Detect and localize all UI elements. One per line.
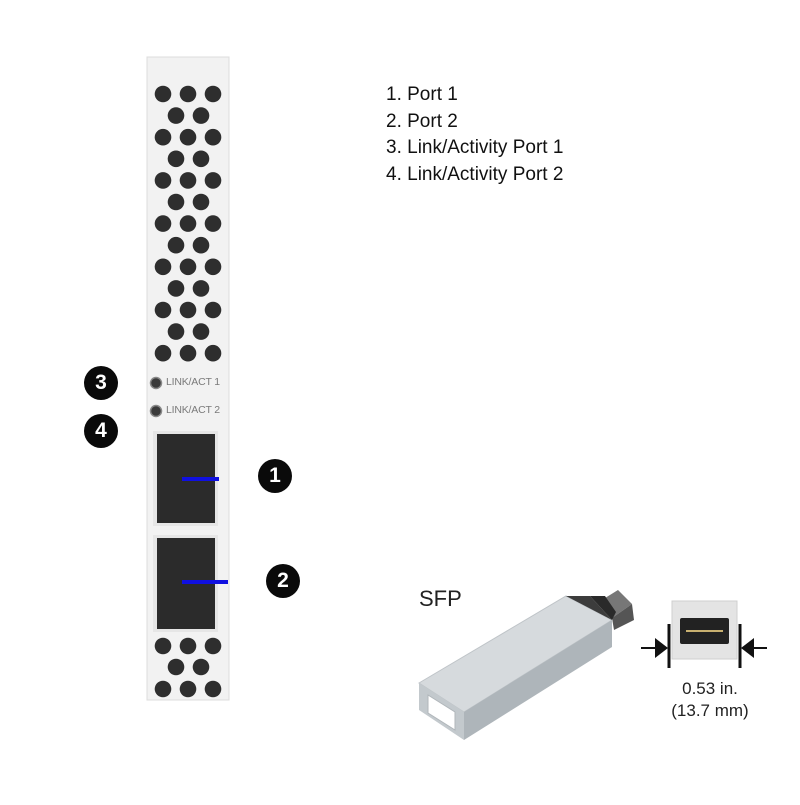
vent-hole [204, 128, 222, 146]
vent-hole [154, 85, 172, 103]
vent-hole [192, 193, 210, 211]
vent-hole [154, 215, 172, 232]
vent-holes-bottom [154, 637, 222, 698]
vent-hole [154, 680, 172, 698]
legend-item-port-1: 1. Port 1 [386, 84, 458, 105]
vent-hole [179, 215, 197, 232]
vent-hole [167, 658, 185, 676]
dimension-arrows [641, 624, 767, 668]
vent-hole [204, 215, 222, 232]
legend-item-link-activity-port-2: 4. Link/Activity Port 2 [386, 163, 564, 185]
vent-hole [179, 258, 197, 276]
vent-hole [192, 150, 210, 168]
legend: 1. Port 1 2. Port 2 3. Link/Activity Por… [386, 82, 563, 188]
led-label-link-act-2: LINK/ACT 2 [166, 404, 220, 416]
sfp-title: SFP [419, 586, 462, 611]
callout-3: 3 [84, 366, 118, 400]
sfp-width-inches: 0.53 in. [682, 679, 738, 698]
legend-item-link-activity-port-1: 3. Link/Activity Port 1 [386, 137, 564, 158]
vent-hole [204, 172, 222, 189]
vent-hole [192, 658, 210, 676]
vent-hole [167, 280, 185, 297]
callout-1: 1 [258, 459, 292, 493]
led-label-link-act-1: LINK/ACT 1 [166, 376, 220, 388]
callout-2: 2 [266, 564, 300, 598]
callout-4: 4 [84, 414, 118, 448]
vent-hole [192, 280, 210, 297]
vent-hole [154, 258, 172, 276]
vent-hole [154, 128, 172, 146]
sfp-width-mm: (13.7 mm) [671, 701, 749, 720]
vent-hole [192, 236, 210, 254]
vent-hole [204, 637, 222, 655]
sfp-module [418, 590, 634, 740]
legend-item-port-2: 2. Port 2 [386, 110, 458, 132]
sfp-dimension-label: 0.53 in. (13.7 mm) [650, 678, 770, 722]
vent-hole [192, 107, 210, 124]
vent-hole [204, 258, 222, 276]
vent-hole [179, 680, 197, 698]
vent-hole [204, 344, 222, 362]
vent-hole [179, 172, 197, 189]
vent-hole [179, 85, 197, 103]
vent-hole [204, 680, 222, 698]
vent-hole [154, 344, 172, 362]
led-link-act-2 [149, 404, 163, 418]
vent-hole [179, 301, 197, 319]
vent-hole [167, 150, 185, 168]
led-link-act-1 [149, 376, 163, 390]
vent-hole [154, 301, 172, 319]
vent-hole [204, 85, 222, 103]
vent-hole [154, 637, 172, 655]
vent-hole [179, 637, 197, 655]
vent-hole [154, 172, 172, 189]
vent-hole [179, 344, 197, 362]
sfp-cage-front-view [671, 600, 738, 660]
vent-hole [167, 236, 185, 254]
vent-hole [192, 323, 210, 340]
vent-hole [204, 301, 222, 319]
vent-holes-top [154, 85, 222, 362]
vent-hole [167, 193, 185, 211]
vent-hole [179, 128, 197, 146]
vent-hole [167, 107, 185, 124]
vent-hole [167, 323, 185, 340]
